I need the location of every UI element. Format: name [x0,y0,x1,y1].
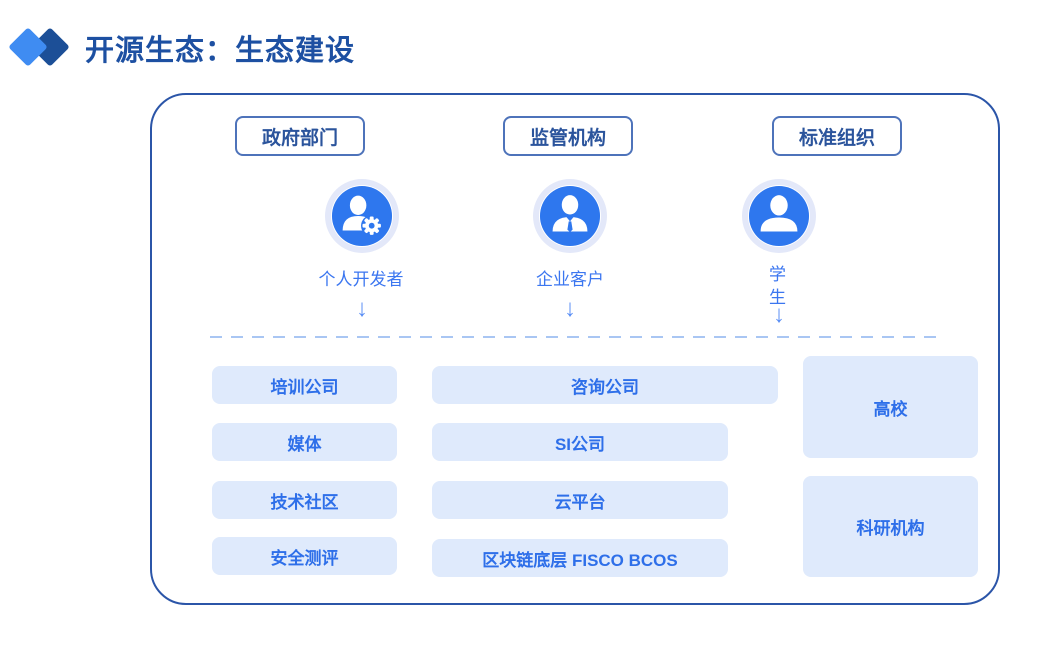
group-box-regulator: 监管机构 [503,116,633,156]
chip-consulting-company: 咨询公司 [432,366,778,404]
chip-label: 科研机构 [856,519,925,538]
chip-label: 咨询公司 [571,377,639,397]
chip-blockchain-fisco-bcos: 区块链底层 FISCO BCOS [432,539,728,577]
group-box-label: 标准组织 [798,127,875,149]
chip-cloud-platform: 云平台 [432,481,728,519]
actor-label-enterprise: 企业客户 [536,270,604,289]
group-box-government: 政府部门 [235,116,365,156]
dashed-divider [210,336,938,338]
student-person-icon [748,185,810,247]
logo-diamond-light-icon [8,27,48,67]
chip-label: 云平台 [554,492,606,512]
group-box-label: 监管机构 [529,127,606,149]
down-arrow-icon: ↓ [773,301,785,328]
actor-label-developer: 个人开发者 [318,270,404,289]
chip-training-company: 培训公司 [212,366,397,404]
chip-security-assessment: 安全测评 [212,537,397,575]
down-arrow-icon: ↓ [564,295,576,322]
page-title: 开源生态：生态建设 [85,35,356,67]
chip-label: 媒体 [287,434,322,454]
chip-research-institutes: 科研机构 [803,476,978,577]
chip-tech-community: 技术社区 [212,481,397,519]
chip-si-company: SI公司 [432,423,728,461]
chip-label: 安全测评 [270,548,339,568]
actor-label-student: 学生 [769,265,786,307]
business-person-tie-icon [539,185,601,247]
developer-person-gear-icon [331,185,393,247]
chip-label: 培训公司 [270,377,339,397]
down-arrow-icon: ↓ [356,295,368,322]
chip-label: 技术社区 [270,492,339,512]
chip-label: 高校 [873,399,908,419]
chip-label: SI公司 [554,434,606,454]
chip-label: 区块链底层 FISCO BCOS [482,550,678,570]
group-box-standards: 标准组织 [772,116,902,156]
logo [0,0,80,80]
chip-universities: 高校 [803,356,978,458]
chip-media: 媒体 [212,423,397,461]
group-box-label: 政府部门 [261,127,338,149]
